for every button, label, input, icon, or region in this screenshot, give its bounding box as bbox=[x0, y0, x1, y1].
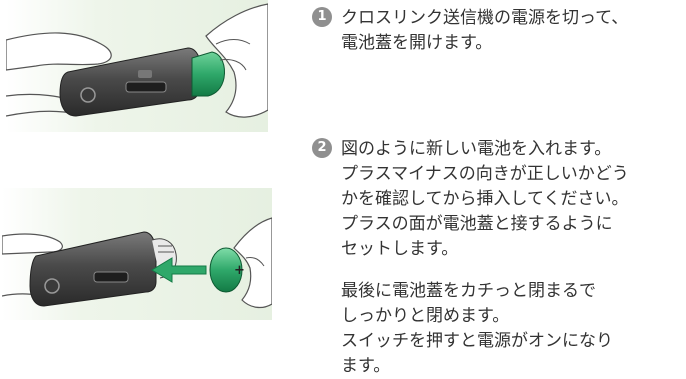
right-hand bbox=[205, 3, 269, 118]
transmitter-illustration bbox=[5, 0, 269, 132]
plus-sign: + bbox=[234, 263, 245, 278]
switch-icon bbox=[80, 87, 96, 103]
step-2-instructions: 図のように新しい電池を入れます。 プラスマイナスの向きが正しいかどう かを確認し… bbox=[341, 139, 629, 259]
step-number-badge: 1 bbox=[312, 7, 332, 27]
illustration-open-battery-cover bbox=[5, 0, 269, 132]
step-1-text: クロスリンク送信機の電源を切って、 電池蓋を開けます。 bbox=[341, 8, 629, 53]
right-hand bbox=[233, 217, 273, 309]
battery-cover bbox=[191, 51, 225, 97]
battery-icon bbox=[209, 247, 243, 293]
switch-icon bbox=[44, 278, 60, 294]
step-2-closing-note: 最後に電池蓋をカチっと閉まるで しっかりと閉めます。 スイッチを押すと電源がオン… bbox=[341, 281, 613, 376]
step-1: 1 クロスリンク送信機の電源を切って、 電池蓋を開けます。 bbox=[312, 6, 684, 56]
battery-insert-illustration: + bbox=[1, 188, 273, 320]
illustration-insert-battery: + bbox=[1, 188, 273, 320]
insert-arrow-icon bbox=[151, 257, 207, 283]
step-number-badge: 2 bbox=[312, 138, 332, 158]
step-2: 2 図のように新しい電池を入れます。 プラスマイナスの向きが正しいかどう かを確… bbox=[312, 137, 684, 379]
left-hand bbox=[5, 32, 112, 71]
